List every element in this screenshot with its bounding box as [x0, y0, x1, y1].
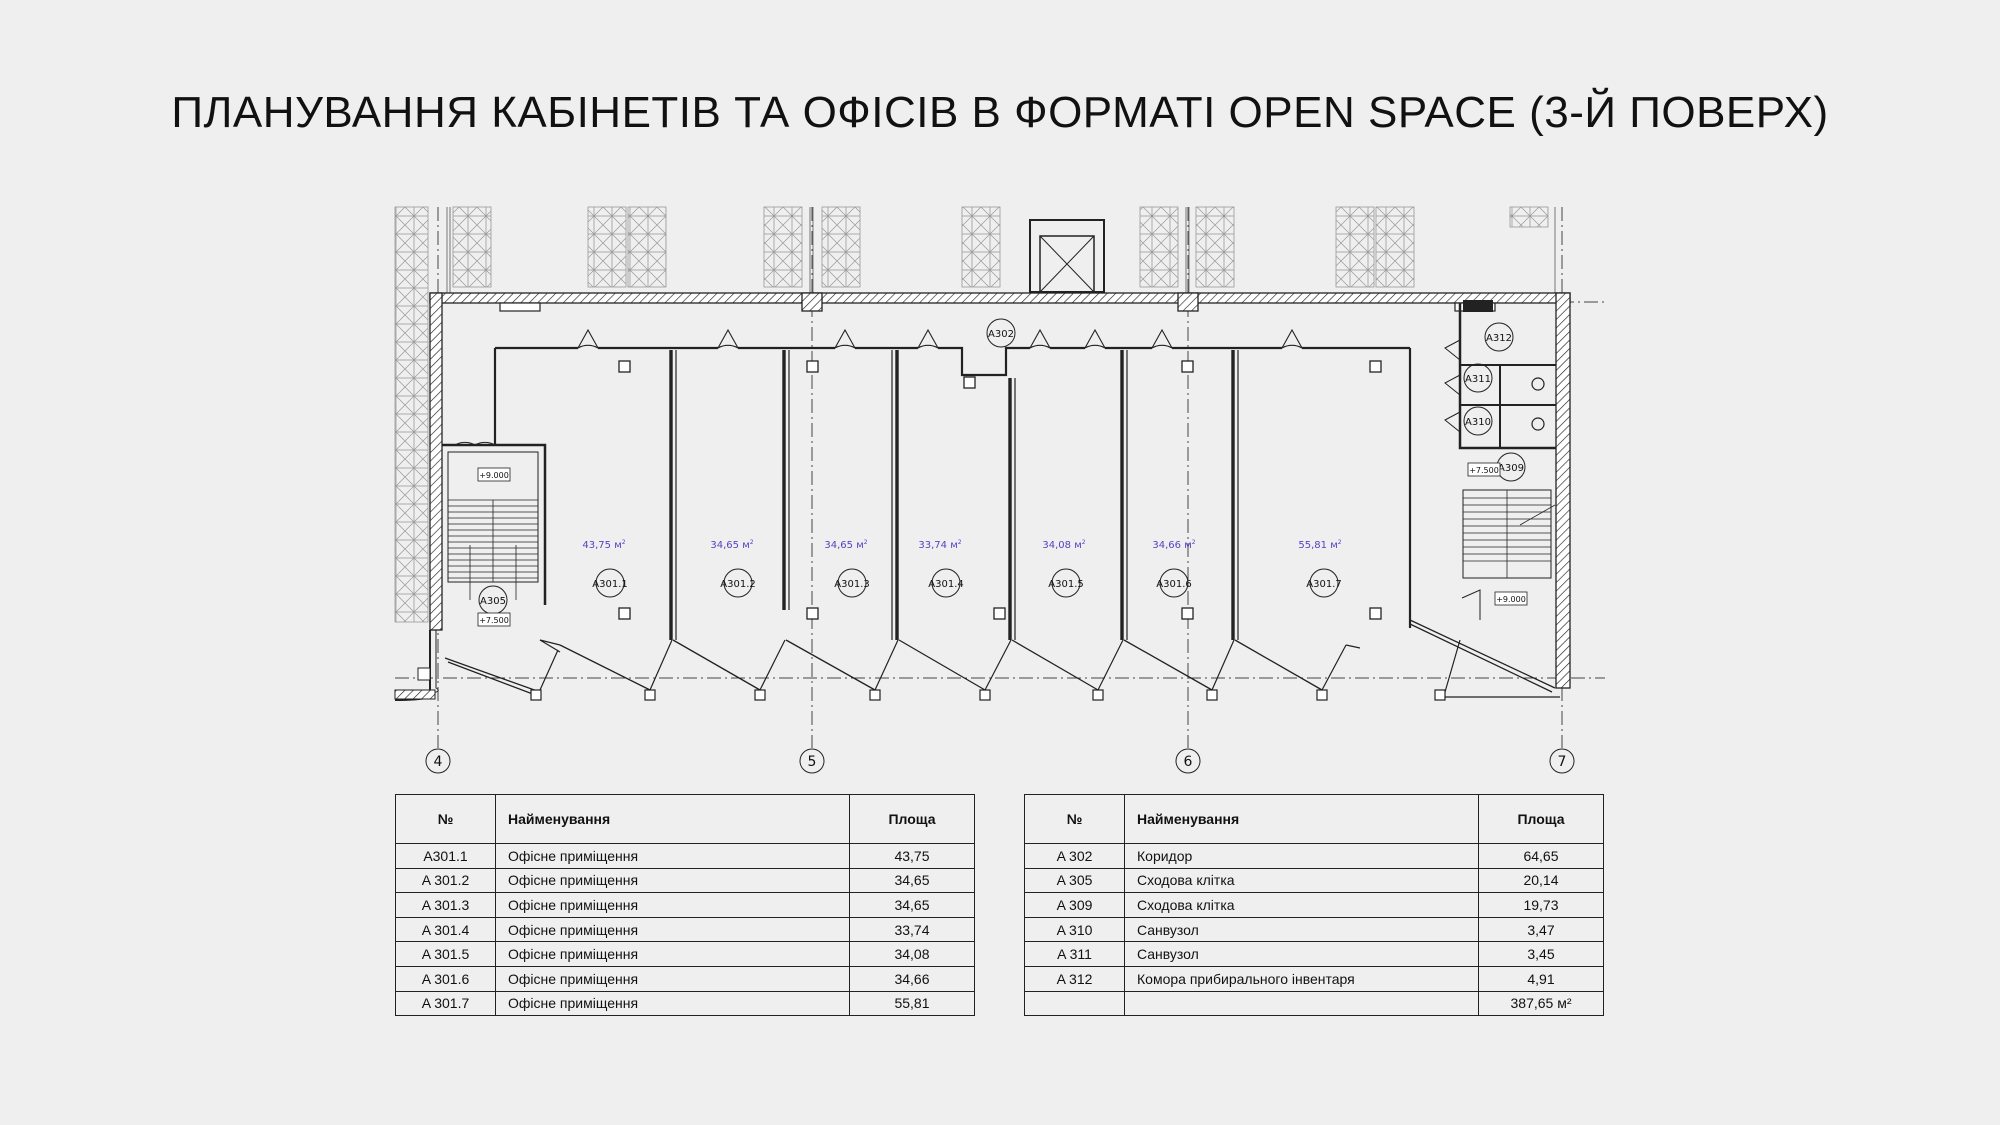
- area-label: 55,81 м2: [1298, 539, 1341, 551]
- svg-text:A301.4: A301.4: [928, 579, 963, 590]
- room-tag: A312: [1484, 322, 1514, 352]
- area-label: 34,08 м2: [1042, 539, 1085, 551]
- axis-bubble: 7: [1549, 748, 1575, 774]
- facade-strip-left: [394, 206, 429, 623]
- piers: [499, 302, 1496, 312]
- column-markers: [618, 360, 1382, 620]
- room-tag: A301.4: [928, 568, 964, 598]
- svg-text:A301.7: A301.7: [1306, 579, 1341, 590]
- room-tag: A310: [1463, 406, 1493, 436]
- svg-text:+7.500: +7.500: [1469, 466, 1499, 475]
- area-labels: 43,75 м2 34,65 м2 34,65 м2 33,74 м2 34,0…: [582, 539, 1341, 551]
- col-header-area: Площа: [1478, 794, 1604, 844]
- col-header-number: №: [395, 794, 496, 844]
- axis-bubble: 4: [425, 748, 451, 774]
- table-row-total: 387,65 м²: [1024, 990, 1604, 1017]
- svg-text:A301.3: A301.3: [834, 579, 869, 590]
- area-label: 34,66 м2: [1152, 539, 1195, 551]
- svg-text:A309: A309: [1498, 463, 1524, 474]
- col-header-number: №: [1024, 794, 1125, 844]
- svg-text:+7.500: +7.500: [479, 616, 509, 625]
- room-tag: A301.3: [834, 568, 870, 598]
- room-tag: A301.2: [720, 568, 756, 598]
- room-tag: A301.1: [592, 568, 628, 598]
- page-title: ПЛАНУВАННЯ КАБІНЕТІВ ТА ОФІСІВ В ФОРМАТІ…: [171, 88, 1829, 137]
- svg-text:A301.1: A301.1: [592, 579, 627, 590]
- stair-right: [1444, 300, 1556, 620]
- room-tag: A309: [1496, 452, 1526, 482]
- svg-text:A310: A310: [1465, 417, 1491, 428]
- room-tag: A301.6: [1156, 568, 1192, 598]
- axis-bubbles: 4 5 6 7: [425, 748, 1575, 774]
- svg-text:A311: A311: [1465, 374, 1491, 385]
- area-label: 34,65 м2: [710, 539, 753, 551]
- svg-text:7: 7: [1558, 754, 1567, 770]
- room-tags: A301.1 A301.2 A301.3 A301.4 A301.5 A301.…: [478, 318, 1526, 615]
- col-header-area: Площа: [849, 794, 975, 844]
- axis-bubble: 5: [799, 748, 825, 774]
- area-label: 34,65 м2: [824, 539, 867, 551]
- svg-text:A301.2: A301.2: [720, 579, 755, 590]
- area-label: 33,74 м2: [918, 539, 961, 551]
- col-header-name: Найменування: [495, 794, 850, 844]
- svg-text:4: 4: [434, 754, 443, 770]
- col-header-name: Найменування: [1124, 794, 1479, 844]
- corridor-door-swings: [577, 328, 1303, 349]
- storefront: [444, 619, 1560, 698]
- room-tag: A302: [986, 318, 1016, 348]
- facade-mullions: [446, 207, 1556, 293]
- axis-grid: [395, 207, 1605, 748]
- svg-text:A312: A312: [1486, 333, 1512, 344]
- svg-text:+9.000: +9.000: [1496, 595, 1526, 604]
- svg-text:6: 6: [1184, 754, 1193, 770]
- room-tag: A301.7: [1306, 568, 1342, 598]
- corridor-walls: [493, 346, 1412, 628]
- room-tag: A301.5: [1048, 568, 1084, 598]
- svg-text:A301.5: A301.5: [1048, 579, 1083, 590]
- svg-text:A302: A302: [988, 329, 1014, 340]
- storefront-posts: [530, 689, 1446, 701]
- total-area: 387,65 м²: [1478, 990, 1604, 1017]
- svg-text:+9.000: +9.000: [479, 471, 509, 480]
- facade-windows-top: [452, 206, 1549, 288]
- office-partitions-thin: [675, 350, 1239, 640]
- outer-walls: [429, 292, 1571, 689]
- svg-text:A301.6: A301.6: [1156, 579, 1191, 590]
- area-label: 43,75 м2: [582, 539, 625, 551]
- stair-left: [442, 441, 547, 605]
- svg-text:A305: A305: [480, 596, 506, 607]
- office-partitions: [669, 350, 1235, 640]
- lift-shaft: [1029, 219, 1105, 293]
- floor-plan: 43,75 м2 34,65 м2 34,65 м2 33,74 м2 34,0…: [394, 206, 1605, 774]
- room-tag: A305: [478, 585, 508, 615]
- storefront-doors: [539, 639, 1461, 693]
- svg-text:5: 5: [808, 754, 817, 770]
- room-tag: A311: [1463, 363, 1493, 393]
- axis-bubble: 6: [1175, 748, 1201, 774]
- level-marks: +9.000 +7.500 +7.500 +9.000: [477, 462, 1528, 627]
